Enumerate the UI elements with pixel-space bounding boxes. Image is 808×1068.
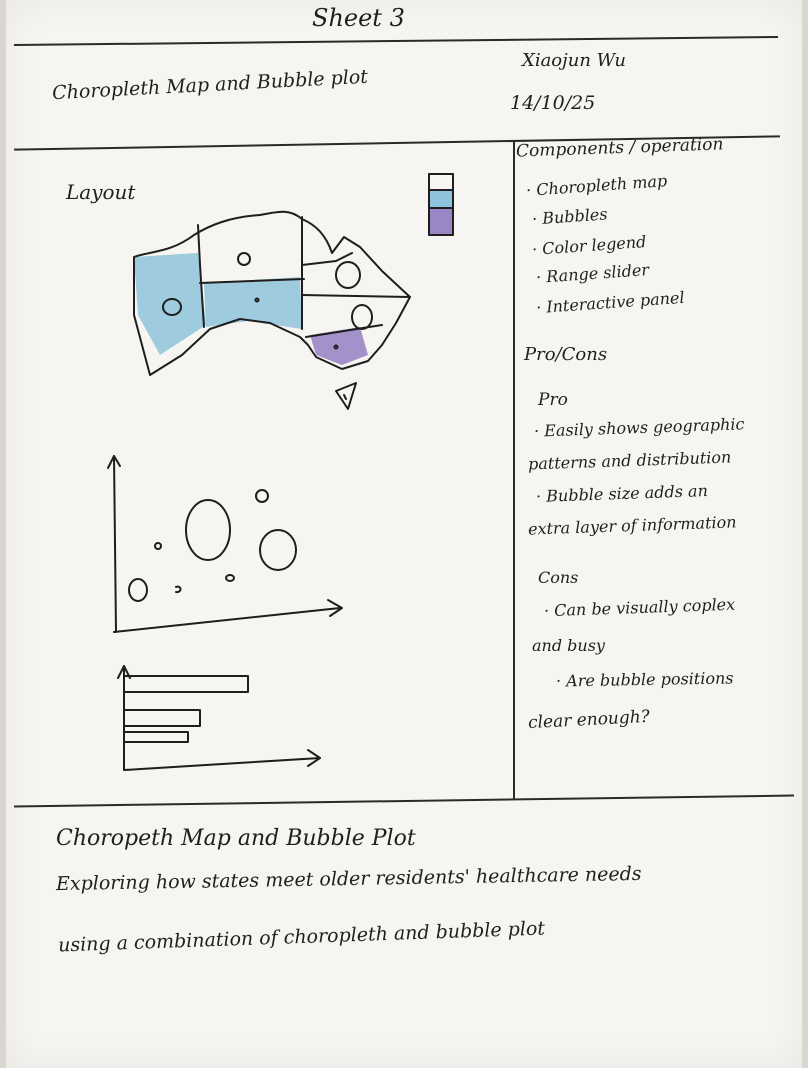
procons-heading: Pro/Cons — [524, 344, 608, 365]
y-axis — [113, 455, 117, 633]
bar-3 — [123, 731, 189, 743]
map-region-central-fill — [204, 277, 302, 329]
map-region-south-fill — [310, 327, 368, 365]
author-name: Xiaojun Wu — [522, 50, 626, 71]
bar-1 — [123, 675, 249, 693]
map-outline — [133, 210, 411, 376]
map-region-west-fill — [134, 253, 206, 355]
sketch-sheet — [6, 0, 802, 1068]
column-divider — [513, 140, 515, 800]
cons-line-2: and busy — [532, 636, 605, 655]
sheet-label: Sheet 3 — [312, 4, 405, 32]
cons-line-3: · Are bubble positions — [555, 668, 734, 691]
bar-panel-sketch — [117, 665, 321, 771]
sketch-date: 14/10/25 — [510, 92, 596, 114]
x-axis — [113, 607, 341, 633]
choropleth-map-sketch — [133, 210, 411, 410]
color-legend-sketch — [428, 173, 454, 236]
layout-label: Layout — [66, 180, 136, 204]
pro-label: Pro — [538, 390, 568, 410]
footer-title: Choropeth Map and Bubble Plot — [56, 826, 416, 851]
cons-label: Cons — [538, 568, 579, 587]
bubble-plot-sketch — [107, 455, 343, 633]
bar-2 — [123, 709, 201, 727]
